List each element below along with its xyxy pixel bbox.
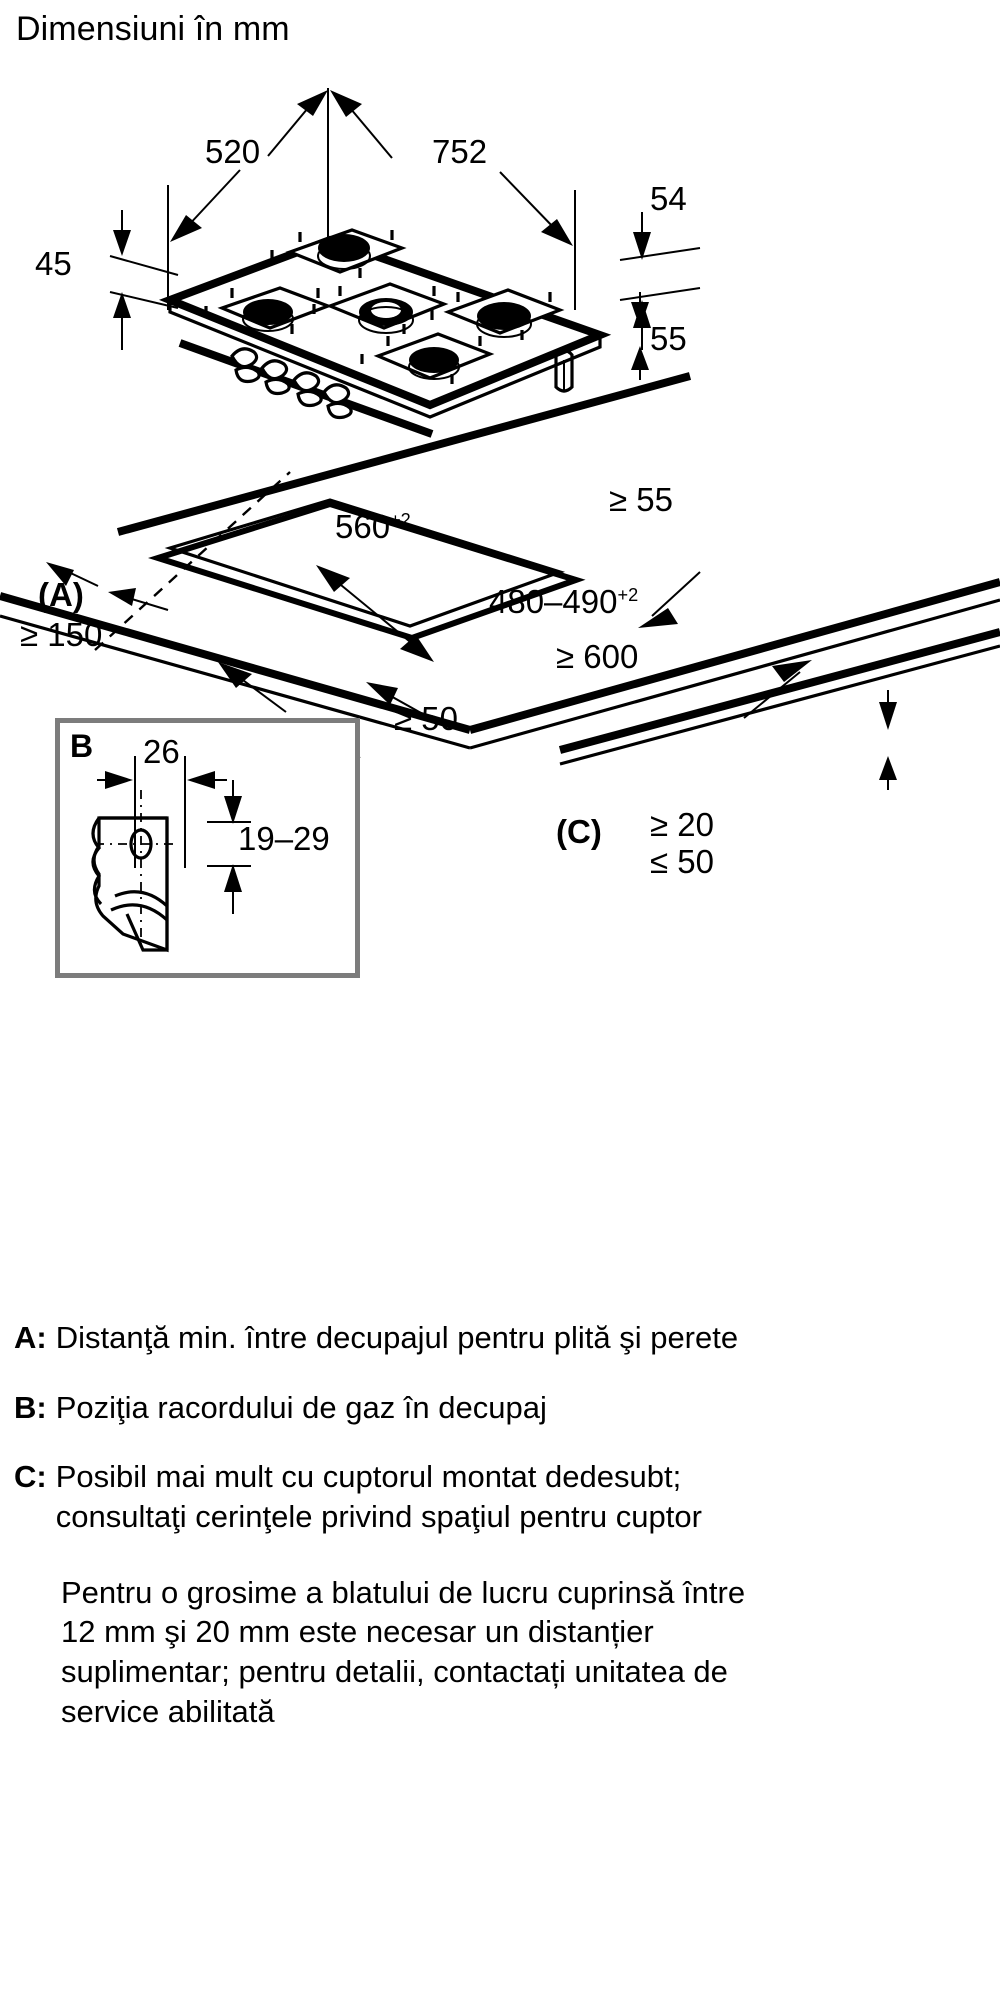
- dim-b-horizontal: 26: [143, 733, 180, 770]
- worktop-cutout-drawing: [0, 372, 1000, 790]
- label-c: (C): [556, 813, 602, 850]
- page-title: Dimensiuni în mm: [16, 10, 290, 48]
- dim-cutout-width-tolerance: +2: [390, 510, 411, 530]
- gas-connection-detail-drawing: [91, 756, 251, 953]
- b-inset-label: B: [70, 728, 94, 764]
- dim-hob-width: 520: [205, 133, 261, 170]
- dim-hob-depth: 752: [432, 133, 488, 170]
- legend-key-a: A:: [14, 1320, 47, 1355]
- dim-hob-right-upper: 54: [650, 180, 687, 217]
- dim-cutout-width-value: 560: [335, 508, 391, 545]
- dim-c-min: ≥ 20: [650, 806, 714, 843]
- legend-item-c: C: Posibil mai mult cu cuptorul montat d…: [14, 1457, 774, 1536]
- dim-b-vertical: 19–29: [238, 820, 330, 857]
- label-a: (A): [38, 576, 84, 613]
- legend-key-b: B:: [14, 1389, 47, 1425]
- b-inset-box: [55, 718, 360, 978]
- dim-cutout-depth-value: 480–490: [489, 583, 618, 620]
- dim-min-front: ≥ 50: [394, 700, 458, 737]
- dim-cutout-depth: 480–490+2: [489, 583, 639, 620]
- legend-note: Pentru o grosime a blatului de lucru cup…: [61, 1574, 746, 1729]
- legend-item-b: B: Poziţia racordului de gaz în decupaj: [14, 1388, 774, 1428]
- dim-c-max: ≤ 50: [650, 843, 714, 880]
- legend-key-c: C:: [14, 1459, 47, 1495]
- dim-cutout-width: 560+2: [335, 508, 411, 545]
- dim-min-rear: ≥ 55: [609, 481, 673, 518]
- legend: A: Distanţă min. între decupajul pentru …: [14, 1318, 774, 1731]
- dim-min-worktop-depth: ≥ 600: [556, 638, 639, 675]
- dim-a-value: ≥ 150: [20, 616, 103, 653]
- hob-isometric-drawing: [109, 88, 701, 438]
- dim-hob-left-height: 45: [35, 245, 72, 282]
- legend-text-c: Posibil mai mult cu cuptorul montat dede…: [55, 1459, 702, 1535]
- legend-text-b: Poziţia racordului de gaz în decupaj: [55, 1389, 547, 1425]
- legend-text-a: Distanţă min. între decupajul pentru pli…: [55, 1320, 739, 1355]
- legend-item-a: A: Distanţă min. între decupajul pentru …: [14, 1318, 774, 1358]
- dim-cutout-depth-tolerance: +2: [617, 585, 639, 605]
- dim-hob-right-lower: 55: [650, 320, 687, 357]
